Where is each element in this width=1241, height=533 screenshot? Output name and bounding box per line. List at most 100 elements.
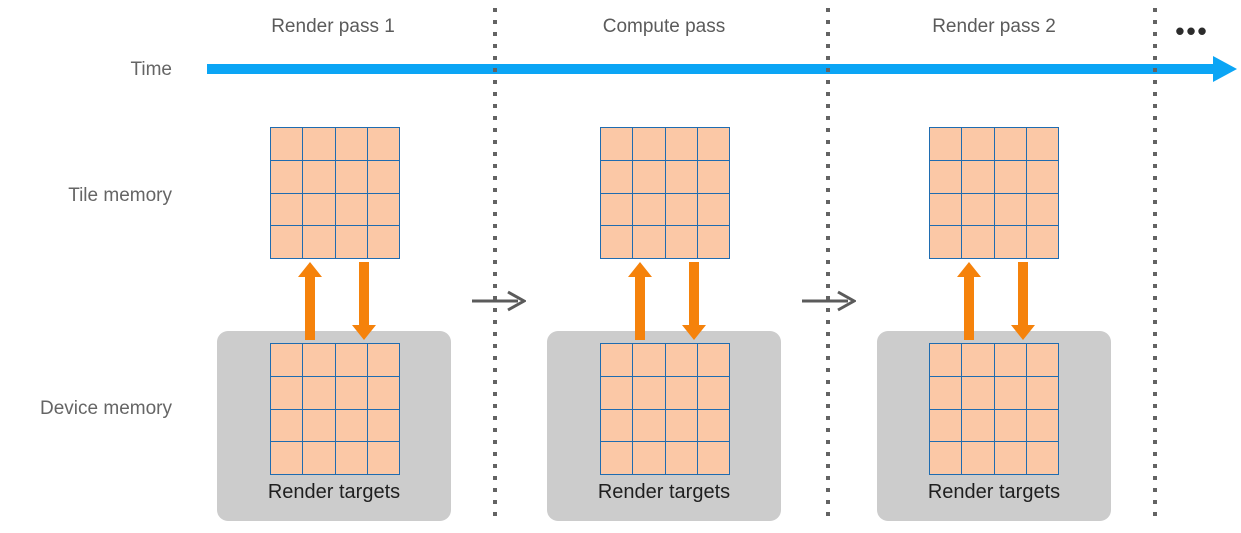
render-target-cell [930, 442, 962, 474]
render-target-grid-2 [600, 343, 730, 475]
tile-cell [335, 193, 367, 226]
tile-cell [994, 160, 1026, 193]
tile-cell [697, 226, 729, 258]
render-target-cell [697, 442, 729, 474]
tile-cell [601, 160, 633, 193]
tile-cell [303, 193, 335, 226]
render-target-cell [697, 344, 729, 376]
render-target-cell [303, 344, 335, 376]
tile-memory-grid-2 [600, 127, 730, 259]
row-label-tile-memory: Tile memory [68, 185, 172, 206]
column-header-render-pass-2: Render pass 2 [932, 16, 1056, 37]
render-targets-label-3: Render targets [927, 481, 1061, 503]
render-target-cell [994, 442, 1026, 474]
render-target-cell [994, 409, 1026, 442]
render-target-cell [1026, 442, 1058, 474]
store-arrow-down-2 [681, 262, 707, 340]
render-target-cell [665, 344, 697, 376]
tile-cell [994, 128, 1026, 160]
render-targets-label-2: Render targets [597, 481, 731, 503]
tile-cell [335, 226, 367, 258]
render-target-cell [271, 409, 303, 442]
arrow-up-icon [298, 262, 322, 340]
render-target-cell [367, 409, 399, 442]
arrow-right-icon [472, 290, 528, 312]
render-target-cell [271, 344, 303, 376]
row-label-time: Time [130, 59, 172, 80]
render-target-grid-1 [270, 343, 400, 475]
tile-cell [665, 160, 697, 193]
render-target-cell [601, 409, 633, 442]
tile-cell [367, 226, 399, 258]
tile-cell [271, 193, 303, 226]
tile-cell [633, 128, 665, 160]
tile-cell [930, 226, 962, 258]
render-targets-label-1: Render targets [267, 481, 401, 503]
render-target-cell [303, 442, 335, 474]
render-target-cell [335, 376, 367, 409]
tile-cell [303, 160, 335, 193]
render-target-cell [665, 376, 697, 409]
render-target-cell [633, 409, 665, 442]
tile-cell [994, 193, 1026, 226]
tile-cell [633, 193, 665, 226]
tile-cell [930, 160, 962, 193]
arrow-right-icon [802, 290, 858, 312]
tile-cell [665, 193, 697, 226]
render-target-cell [271, 376, 303, 409]
render-target-cell [930, 376, 962, 409]
ellipsis-more-passes: ••• [1175, 16, 1209, 46]
render-target-cell [335, 442, 367, 474]
time-axis-arrow [207, 56, 1237, 82]
tile-cell [601, 193, 633, 226]
render-target-cell [697, 409, 729, 442]
tile-cell [367, 160, 399, 193]
tile-cell [601, 128, 633, 160]
render-target-cell [633, 442, 665, 474]
render-target-cell [962, 409, 994, 442]
tile-cell [633, 160, 665, 193]
tile-cell [1026, 160, 1058, 193]
render-target-cell [601, 344, 633, 376]
pass-separator-1 [493, 8, 497, 524]
render-target-cell [601, 376, 633, 409]
time-arrow-icon [207, 56, 1237, 82]
store-arrow-down-1 [351, 262, 377, 340]
render-target-cell [303, 409, 335, 442]
arrow-up-icon [957, 262, 981, 340]
tile-memory-grid-1 [270, 127, 400, 259]
tile-memory-grid-3 [929, 127, 1059, 259]
arrow-down-icon [1011, 262, 1035, 340]
store-arrow-down-3 [1010, 262, 1036, 340]
render-target-cell [633, 376, 665, 409]
tile-cell [271, 128, 303, 160]
render-target-cell [1026, 409, 1058, 442]
tile-cell [930, 128, 962, 160]
tile-cell [367, 193, 399, 226]
arrow-up-icon [628, 262, 652, 340]
render-target-cell [633, 344, 665, 376]
render-target-grid-3 [929, 343, 1059, 475]
pass-separator-3 [1153, 8, 1157, 524]
tile-cell [962, 160, 994, 193]
render-target-cell [962, 442, 994, 474]
tile-cell [697, 193, 729, 226]
column-header-render-pass-1: Render pass 1 [271, 16, 395, 37]
render-target-cell [697, 376, 729, 409]
render-target-cell [1026, 376, 1058, 409]
tile-cell [1026, 226, 1058, 258]
transition-arrow-1 [470, 289, 528, 313]
tile-cell [633, 226, 665, 258]
tile-cell [697, 128, 729, 160]
render-target-cell [665, 442, 697, 474]
load-arrow-up-3 [956, 262, 982, 340]
tile-cell [271, 226, 303, 258]
load-arrow-up-2 [627, 262, 653, 340]
render-target-cell [335, 409, 367, 442]
tile-cell [994, 226, 1026, 258]
tile-cell [601, 226, 633, 258]
render-target-cell [271, 442, 303, 474]
tile-cell [271, 160, 303, 193]
render-target-cell [930, 409, 962, 442]
tile-cell [665, 226, 697, 258]
